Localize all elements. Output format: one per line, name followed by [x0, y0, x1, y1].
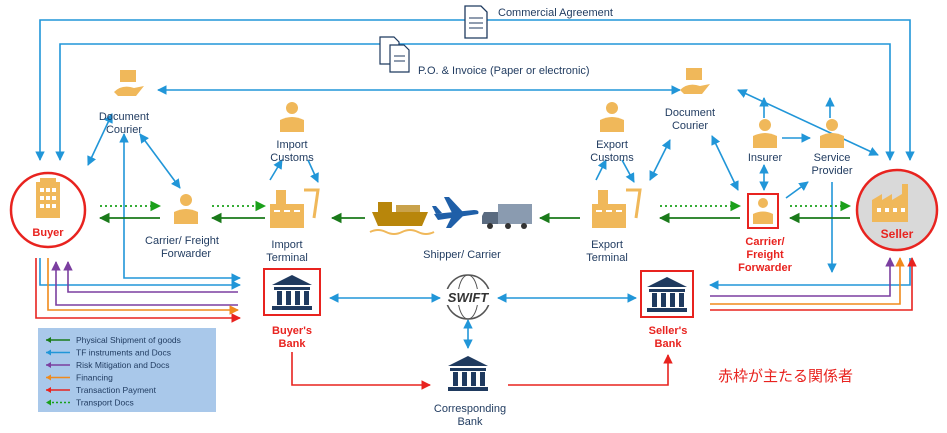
legend-arrowhead [46, 349, 51, 356]
bank-icon [448, 356, 488, 391]
sellers-bank: Seller's Bank [640, 270, 694, 350]
corresponding-bank-line2: Bank [457, 416, 483, 428]
buyer-node: Buyer [9, 171, 87, 249]
legend-arrowhead [46, 399, 51, 406]
courier-icon [114, 70, 144, 96]
carrier-left-line2: Forwarder [161, 248, 211, 260]
legend-arrowhead [46, 387, 51, 393]
port-crane-icon [592, 188, 642, 228]
legend-label: Transport Docs [76, 398, 134, 408]
legend-label: TF instruments and Docs [76, 348, 171, 358]
carrier-right-line3: Forwarder [738, 262, 793, 274]
courier-label-line1: Document [665, 107, 715, 119]
carrier-forwarder-right: Carrier/ Freight Forwarder [738, 193, 793, 274]
legend-label: Physical Shipment of goods [76, 335, 181, 345]
commercial-agreement-label: Commercial Agreement [498, 7, 613, 19]
export-customs-line1: Export [596, 139, 628, 151]
bank-icon [272, 275, 312, 310]
person-icon [753, 198, 773, 224]
person-icon [280, 102, 304, 132]
courier-label-line1: Document [99, 111, 149, 123]
building-icon [36, 178, 60, 218]
document-courier-left: Document Courier [99, 70, 149, 136]
main-parties-note: 赤枠が主たる関係者 [718, 368, 853, 385]
legend-label: Financing [76, 373, 113, 383]
buyer-bank-flows [35, 258, 241, 323]
document-courier-right: Document Courier [665, 68, 715, 132]
service-provider: Service Provider [812, 119, 853, 177]
payment-flows [291, 352, 673, 390]
courier-label-line2: Courier [672, 120, 708, 132]
import-terminal: Import Terminal [266, 188, 320, 264]
factory-icon [872, 184, 908, 222]
import-customs-line1: Import [276, 139, 307, 151]
export-terminal: Export Terminal [586, 188, 642, 264]
person-icon [753, 119, 777, 148]
legend-item: TF instruments and Docs [46, 348, 171, 358]
po-invoice-label: P.O. & Invoice (Paper or electronic) [418, 65, 590, 77]
carrier-forwarder-left: Carrier/ Freight Forwarder [145, 194, 219, 260]
documents-icon [379, 36, 410, 73]
shipper-carrier: Shipper/ Carrier [369, 197, 532, 261]
corresponding-bank: Corresponding Bank [434, 356, 506, 428]
service-provider-line1: Service [814, 152, 851, 164]
legend-arrowhead [46, 337, 51, 343]
airplane-icon [432, 197, 479, 228]
seller-label: Seller [881, 227, 914, 241]
legend: Physical Shipment of goods TF instruments… [38, 328, 216, 412]
swift-node: SWIFT [444, 274, 492, 320]
legend-item: Financing [46, 373, 113, 383]
legend-label: Risk Mitigation and Docs [76, 360, 170, 370]
legend-item: Risk Mitigation and Docs [46, 360, 170, 370]
truck-icon [482, 204, 532, 229]
person-icon [600, 102, 624, 132]
service-provider-line2: Provider [812, 165, 853, 177]
buyers-bank: Buyer's Bank [263, 268, 321, 350]
buyers-bank-line1: Buyer's [272, 325, 312, 337]
swift-label: SWIFT [448, 290, 489, 305]
port-crane-icon [270, 188, 320, 228]
carrier-right-line1: Carrier/ [745, 236, 784, 248]
seller-bank-flows [710, 257, 917, 311]
export-terminal-line2: Terminal [586, 252, 628, 264]
import-terminal-line2: Terminal [266, 252, 308, 264]
buyers-bank-line2: Bank [279, 338, 307, 350]
export-customs: Export Customs [590, 102, 634, 164]
export-customs-line2: Customs [590, 152, 634, 164]
insurer-label: Insurer [748, 152, 783, 164]
carrier-left-line1: Carrier/ Freight [145, 235, 219, 247]
bank-icon [647, 277, 687, 312]
export-terminal-line1: Export [591, 239, 623, 251]
ship-icon [369, 202, 435, 235]
document-icon [464, 5, 488, 39]
import-customs-line2: Customs [270, 152, 314, 164]
courier-icon [680, 68, 710, 94]
seller-node: Seller [855, 168, 939, 252]
carrier-right-line2: Freight [746, 249, 784, 261]
corresponding-bank-line1: Corresponding [434, 403, 506, 415]
legend-label: Transaction Payment [76, 385, 157, 395]
shipper-carrier-label: Shipper/ Carrier [423, 249, 501, 261]
buyer-label: Buyer [32, 227, 64, 239]
person-icon [174, 194, 198, 224]
sellers-bank-line2: Bank [655, 338, 683, 350]
legend-item: Transaction Payment [46, 385, 157, 395]
sellers-bank-line1: Seller's [649, 325, 688, 337]
import-terminal-line1: Import [271, 239, 302, 251]
legend-arrowhead [46, 374, 51, 381]
legend-item: Physical Shipment of goods [46, 335, 181, 345]
insurer: Insurer [748, 119, 783, 164]
tf-docs-flows [39, 89, 911, 349]
person-icon [820, 119, 844, 148]
import-customs: Import Customs [270, 102, 314, 164]
courier-label-line2: Courier [106, 124, 142, 136]
legend-item: Transport Docs [46, 398, 134, 408]
legend-arrowhead [46, 362, 51, 368]
